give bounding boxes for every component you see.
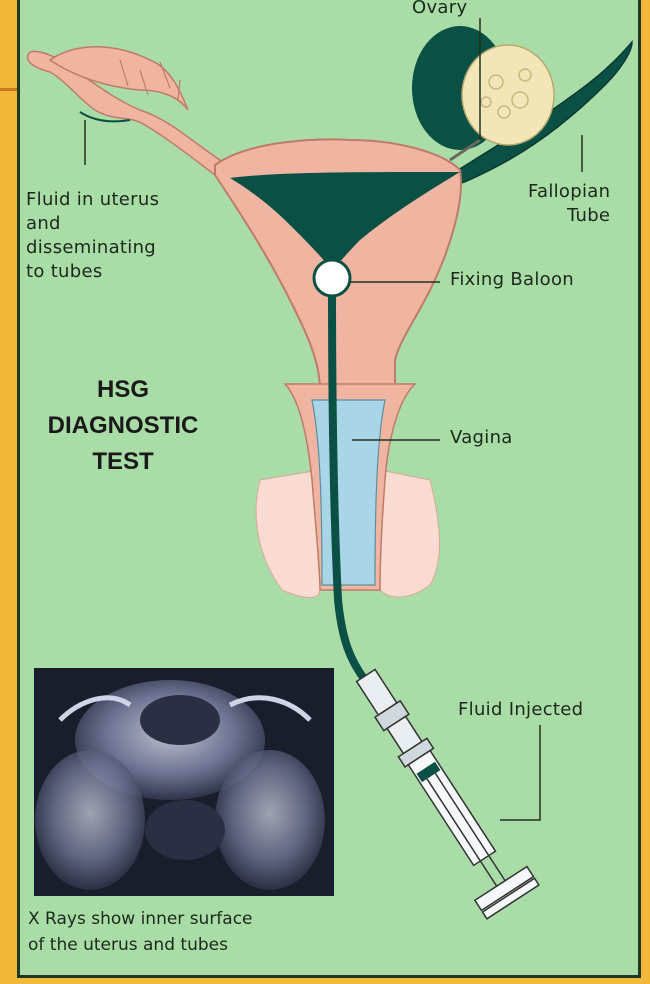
fallopian-tube-label: Fallopian Tube (528, 180, 610, 228)
diagram-panel: Ovary Fallopian Tube Fluid in uterus and… (17, 0, 641, 978)
fluid-in-uterus-line-4: to tubes (26, 260, 159, 284)
fluid-in-uterus-line-1: Fluid in uterus (26, 188, 159, 212)
fluid-injected-label: Fluid Injected (458, 698, 583, 722)
title-line-3: TEST (38, 444, 208, 480)
fallopian-tube-label-line-1: Fallopian (528, 180, 610, 204)
fluid-in-uterus-line-3: disseminating (26, 236, 159, 260)
ovary-label: Ovary (412, 0, 467, 20)
left-fallopian-tube (27, 47, 220, 175)
fallopian-tube-label-line-2: Tube (528, 204, 610, 228)
xray-caption-line-2: of the uterus and tubes (28, 932, 253, 958)
fluid-in-uterus-line-2: and (26, 212, 159, 236)
diagram-title: HSG DIAGNOSTIC TEST (38, 372, 208, 480)
fixing-balloon-label: Fixing Baloon (450, 268, 574, 292)
title-line-2: DIAGNOSTIC (38, 408, 208, 444)
title-line-1: HSG (38, 372, 208, 408)
xray-image (34, 668, 334, 896)
vagina (256, 384, 439, 598)
xray-caption: X Rays show inner surface of the uterus … (28, 906, 253, 958)
vagina-label: Vagina (450, 426, 513, 450)
hsg-anatomy-illustration (20, 0, 641, 978)
fluid-in-uterus-label: Fluid in uterus and disseminating to tub… (26, 188, 159, 284)
xray-caption-line-1: X Rays show inner surface (28, 906, 253, 932)
